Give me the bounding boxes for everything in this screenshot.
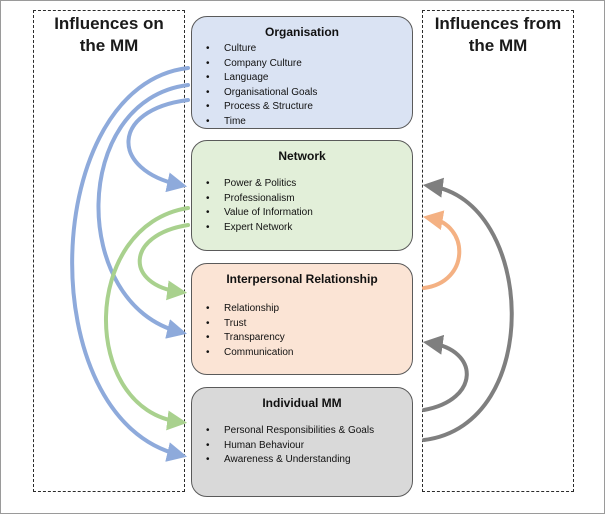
- influences-on-panel: Influences on the MM: [33, 10, 185, 492]
- blue-arrow-org-to-individual: [70, 66, 190, 462]
- organisation-list: Culture Company Culture Language Organis…: [192, 42, 412, 129]
- list-item: Personal Responsibilities & Goals: [206, 424, 412, 439]
- individual-mm-list: Personal Responsibilities & Goals Human …: [192, 424, 412, 468]
- organisation-title: Organisation: [264, 25, 339, 39]
- individual-mm-title: Individual MM: [262, 396, 342, 410]
- interpersonal-list: Relationship Trust Transparency Communic…: [192, 302, 412, 360]
- list-item: Language: [206, 71, 412, 86]
- gray-arrow-individual-to-interpersonal: [422, 334, 469, 412]
- list-item: Relationship: [206, 302, 412, 317]
- network-box: Network Power & Politics Professionalism…: [191, 140, 413, 251]
- influences-from-title-line1: Influences from: [434, 14, 562, 33]
- influences-on-title: Influences on the MM: [34, 13, 184, 57]
- blue-arrow-org-to-interpersonal: [96, 83, 190, 339]
- blue-arrow-org-to-network: [126, 98, 190, 193]
- interpersonal-title: Interpersonal Relationship: [226, 272, 378, 286]
- individual-mm-box: Individual MM Personal Responsibilities …: [191, 387, 413, 497]
- list-item: Culture: [206, 42, 412, 57]
- influences-from-title-line2: the MM: [468, 36, 528, 55]
- list-item: Process & Structure: [206, 100, 412, 115]
- list-item: Transparency: [206, 331, 412, 346]
- green-arrow-network-to-individual: [104, 206, 190, 431]
- influences-on-title-line1: Influences on: [54, 14, 164, 33]
- influences-from-panel: Influences from the MM: [422, 10, 574, 492]
- influences-from-title: Influences from the MM: [423, 13, 573, 57]
- list-item: Awareness & Understanding: [206, 453, 412, 468]
- list-item: Expert Network: [206, 221, 412, 236]
- list-item: Communication: [206, 346, 412, 361]
- list-item: Human Behaviour: [206, 439, 412, 454]
- list-item: Time: [206, 115, 412, 130]
- list-item: Professionalism: [206, 192, 412, 207]
- list-item: Organisational Goals: [206, 86, 412, 101]
- network-title: Network: [278, 149, 326, 163]
- gray-arrow-individual-to-network: [422, 177, 514, 442]
- green-arrow-network-to-interpersonal: [137, 223, 190, 301]
- list-item: Company Culture: [206, 57, 412, 72]
- influences-on-title-line2: the MM: [79, 36, 139, 55]
- network-list: Power & Politics Professionalism Value o…: [192, 177, 412, 235]
- list-item: Value of Information: [206, 206, 412, 221]
- interpersonal-box: Interpersonal Relationship Relationship …: [191, 263, 413, 375]
- organisation-box: Organisation Culture Company Culture Lan…: [191, 16, 413, 129]
- orange-arrow-interpersonal-to-network: [422, 210, 462, 290]
- list-item: Power & Politics: [206, 177, 412, 192]
- list-item: Trust: [206, 317, 412, 332]
